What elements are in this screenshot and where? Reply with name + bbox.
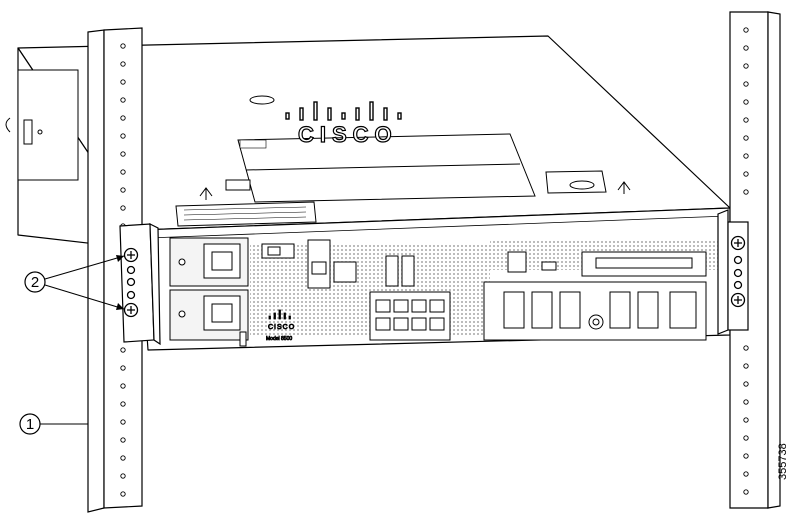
rail-hole [120, 169, 126, 175]
rail-hole [743, 153, 749, 159]
rail-hole [120, 365, 126, 371]
rail-hole [120, 347, 126, 353]
left-mounting-bracket [119, 223, 161, 346]
rail-hole [120, 79, 126, 85]
upper-right-slot [507, 251, 707, 277]
right-mounting-bracket [717, 209, 749, 335]
chassis-left-details [5, 69, 79, 181]
rail-hole [743, 363, 749, 369]
rail-hole [120, 61, 126, 67]
left-rail-holes [120, 43, 126, 497]
rail-hole [120, 43, 126, 49]
rail-hole [743, 171, 749, 177]
rail-hole [743, 99, 749, 105]
rail-hole [120, 455, 126, 461]
bezel-cisco-logo: CISCO Model 8500 [266, 309, 295, 342]
top-cisco-logo: CISCO [285, 101, 402, 148]
rail-hole [120, 491, 126, 497]
rail-hole [120, 151, 126, 157]
rail-hole [743, 63, 749, 69]
rail-hole [743, 417, 749, 423]
right-bracket-screws [730, 235, 746, 308]
right-rack-rail [729, 11, 781, 509]
rail-hole [743, 135, 749, 141]
rail-hole [743, 489, 749, 495]
rail-hole [743, 45, 749, 51]
power-supply-bottom [169, 289, 249, 347]
rail-hole [120, 437, 126, 443]
top-surface-details [175, 95, 631, 227]
rail-hole [120, 187, 126, 193]
rail-hole [120, 401, 126, 407]
bezel-brand-text: CISCO [268, 324, 295, 331]
rail-hole [743, 117, 749, 123]
model-label: Model 8500 [266, 336, 292, 342]
rail-hole [120, 115, 126, 121]
callout-1: 1 [19, 413, 88, 435]
rail-hole [743, 345, 749, 351]
top-brand-text: CISCO [298, 122, 398, 147]
rail-hole [743, 453, 749, 459]
rail-hole [743, 399, 749, 405]
rail-hole [743, 189, 749, 195]
port-block-center [369, 291, 451, 341]
callout-2: 2 [24, 255, 125, 310]
callout-2-number: 2 [31, 274, 39, 291]
front-panel: CISCO Model 8500 [169, 237, 720, 347]
interface-module [483, 281, 707, 341]
rail-hole [743, 27, 749, 33]
screw-lower-left [123, 302, 139, 318]
left-bracket-screws [123, 247, 139, 318]
rail-hole [120, 97, 126, 103]
callout-1-number: 1 [26, 416, 34, 433]
rail-hole [743, 435, 749, 441]
rail-hole [120, 473, 126, 479]
rail-hole [120, 133, 126, 139]
figure-id: 355738 [777, 443, 789, 480]
rail-hole [743, 471, 749, 477]
rail-hole [743, 81, 749, 87]
right-rail-holes [743, 27, 749, 495]
rail-hole [120, 205, 126, 211]
rail-hole [120, 383, 126, 389]
rail-hole [120, 419, 126, 425]
power-supply-top [169, 237, 249, 287]
screw-upper-left [123, 247, 139, 263]
rail-hole [743, 381, 749, 387]
